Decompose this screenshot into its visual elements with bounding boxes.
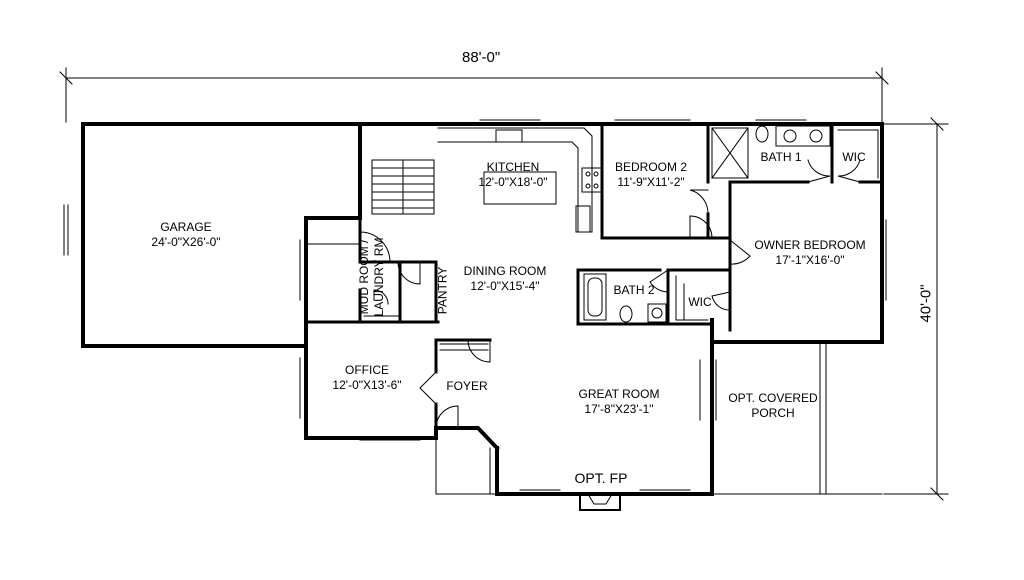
room-name: BEDROOM 2	[614, 160, 688, 174]
room-label-great-room: GREAT ROOM 17'-8"X23'-1"	[579, 387, 660, 417]
room-label-office: OFFICE 12'-0"X13'-6"	[332, 363, 401, 393]
room-name: FOYER	[446, 379, 488, 393]
overall-width-dimension-line	[59, 67, 889, 123]
room-name: OPT. FP	[574, 470, 628, 486]
room-label-owner-bedroom: OWNER BEDROOM 17'-1"X16'-0"	[754, 238, 865, 268]
room-name: GARAGE	[160, 220, 212, 234]
room-size: 12'-0"X15'-4"	[470, 279, 540, 293]
room-size: 12'-0"X13'-6"	[332, 378, 402, 392]
room-label-foyer: FOYER	[446, 379, 487, 394]
fireplace-label: OPT. FP	[575, 471, 628, 486]
room-name: BATH 1	[760, 150, 802, 164]
windows	[63, 119, 887, 491]
room-name: KITCHEN	[486, 160, 540, 174]
bath1-fixtures	[711, 125, 831, 179]
room-size: 11'-9"X11'-2"	[617, 175, 685, 189]
room-label-wic-bath2: WIC	[688, 295, 711, 310]
stairs	[371, 159, 435, 215]
kitchen-counters	[437, 127, 603, 233]
room-name: WIC	[842, 150, 866, 164]
room-label-bath-2: BATH 2	[613, 283, 654, 298]
room-name: PANTRY	[435, 266, 450, 315]
fireplace-symbol	[579, 493, 621, 511]
door-swings	[359, 159, 861, 429]
room-size: 12'-0"X18'-0"	[478, 175, 548, 189]
room-name: DINING ROOM	[463, 264, 547, 278]
room-label-kitchen: KITCHEN 12'-0"X18'-0"	[478, 160, 547, 190]
overall-depth-dimension: 40'-0"	[917, 284, 935, 323]
closet-shelves	[307, 129, 879, 351]
room-name-line-1: MUD ROOM /	[357, 239, 371, 315]
room-name: OFFICE	[344, 363, 389, 377]
room-label-bath-1: BATH 1	[760, 150, 801, 165]
room-size: 17'-8"X23'-1"	[584, 402, 654, 416]
room-size: 17'-1"X16'-0"	[775, 253, 845, 267]
room-name-line-1: OPT. COVERED	[728, 391, 818, 405]
room-label-pantry: PANTRY	[436, 266, 451, 316]
room-label-covered-porch: OPT. COVERED PORCH	[728, 391, 817, 421]
covered-porch-outline	[435, 341, 883, 495]
room-name: BATH 2	[613, 283, 655, 297]
room-label-wic-owner: WIC	[842, 150, 865, 165]
room-name-line-2: LAUNDRY RM	[372, 237, 386, 317]
room-name: WIC	[688, 295, 712, 309]
room-name: OWNER BEDROOM	[754, 238, 866, 252]
room-label-garage: GARAGE 24'-0"X26'-0"	[151, 220, 220, 250]
room-label-dining-room: DINING ROOM 12'-0"X15'-4"	[464, 264, 547, 294]
room-label-bedroom-2: BEDROOM 2 11'-9"X11'-2"	[615, 160, 687, 190]
room-label-mud-room: MUD ROOM / LAUNDRY RM	[357, 237, 387, 317]
room-size: 24'-0"X26'-0"	[151, 235, 221, 249]
bath2-fixtures	[583, 273, 667, 323]
room-name: GREAT ROOM	[578, 387, 660, 401]
overall-depth-dimension-line	[883, 117, 949, 501]
room-name-line-2: PORCH	[751, 406, 795, 420]
overall-width-dimension: 88'-0"	[462, 49, 501, 66]
